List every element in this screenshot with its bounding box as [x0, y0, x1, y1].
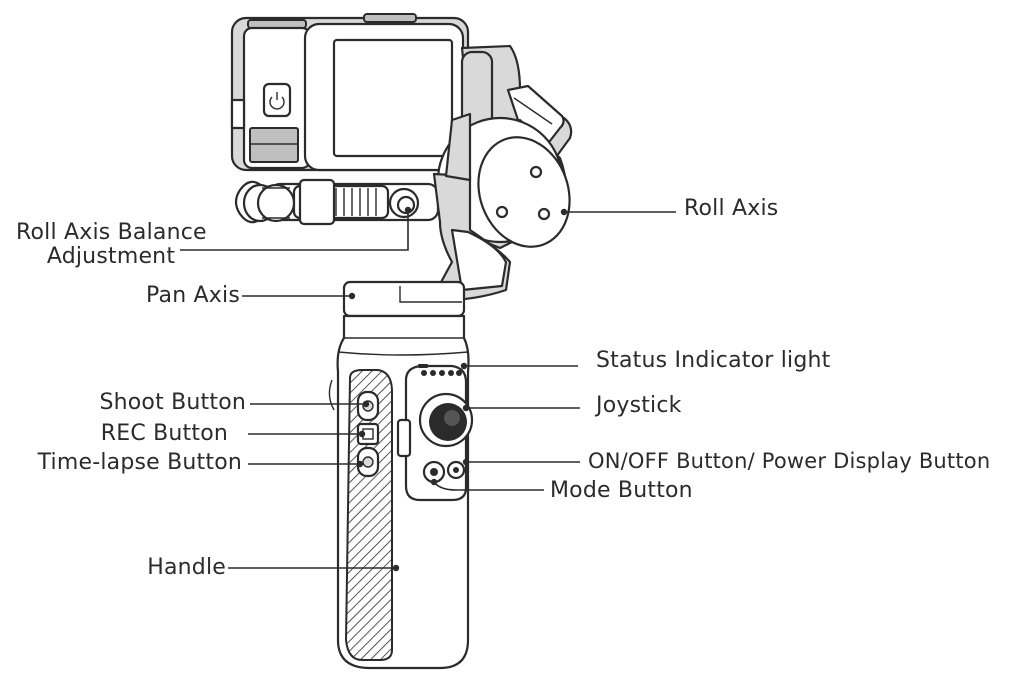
label-onoff-button: ON/OFF Button/ Power Display Button	[588, 449, 991, 473]
action-camera	[230, 13, 470, 172]
camera-power-icon	[262, 82, 292, 118]
label-handle: Handle	[147, 555, 226, 580]
roll-axis-balance-rod	[234, 178, 440, 226]
power-button-icon	[446, 460, 466, 480]
mode-button-icon	[422, 460, 446, 484]
pan-axis-collar	[342, 280, 466, 318]
label-roll-axis-balance-line1: Roll Axis Balance	[16, 220, 207, 245]
status-indicator-leds	[418, 364, 462, 376]
label-pan-axis: Pan Axis	[146, 283, 240, 308]
joystick-icon	[418, 392, 474, 448]
pan-arm	[398, 112, 512, 302]
label-shoot-button: Shoot Button	[99, 390, 246, 415]
label-joystick: Joystick	[596, 393, 682, 418]
label-rec-button: REC Button	[100, 421, 228, 446]
handle-body	[328, 314, 474, 670]
label-roll-axis-balance-line2: Adjustment	[46, 244, 176, 269]
label-status-indicator: Status Indicator light	[596, 348, 831, 373]
label-roll-axis: Roll Axis	[684, 196, 779, 221]
leader-lines	[180, 206, 676, 572]
label-mode-button: Mode Button	[550, 478, 693, 503]
label-timelapse-button: Time-lapse Button	[37, 450, 242, 475]
